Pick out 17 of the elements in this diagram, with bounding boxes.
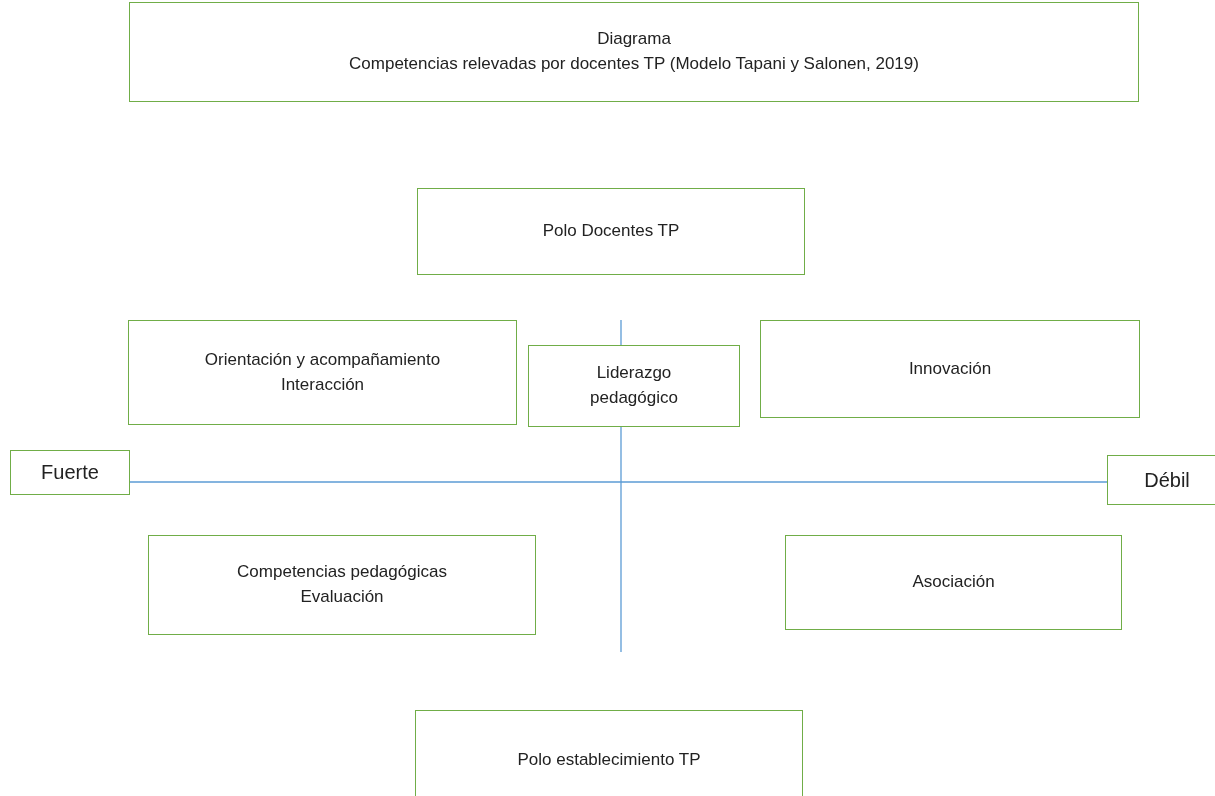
- text-box: Polo establecimiento TP: [415, 710, 803, 796]
- item-text: Competencias relevadas por docentes TP (Modelo Tapani y Salonen, 2019): [349, 53, 919, 75]
- text-box: Liderazgo pedagógico: [528, 345, 740, 427]
- text-box: Asociación: [785, 535, 1122, 630]
- item-text: Interacción: [280, 373, 365, 396]
- item-text: Evaluación: [300, 586, 384, 608]
- text-box: Polo Docentes TP: [417, 188, 805, 275]
- quadrant-box: [128, 320, 517, 425]
- axis-label-box: Fuerte: [10, 450, 130, 495]
- axis-label-box: Débil: [1107, 455, 1215, 505]
- quadrant-box: [148, 535, 536, 635]
- axis-line: [129, 481, 1108, 483]
- heading-text: Diagrama: [597, 28, 671, 51]
- text-box: Innovación: [760, 320, 1140, 418]
- item-text: Orientación y acompañamiento: [204, 348, 441, 371]
- title-box: [129, 2, 1139, 102]
- item-text: Competencias pedagógicas: [237, 561, 447, 584]
